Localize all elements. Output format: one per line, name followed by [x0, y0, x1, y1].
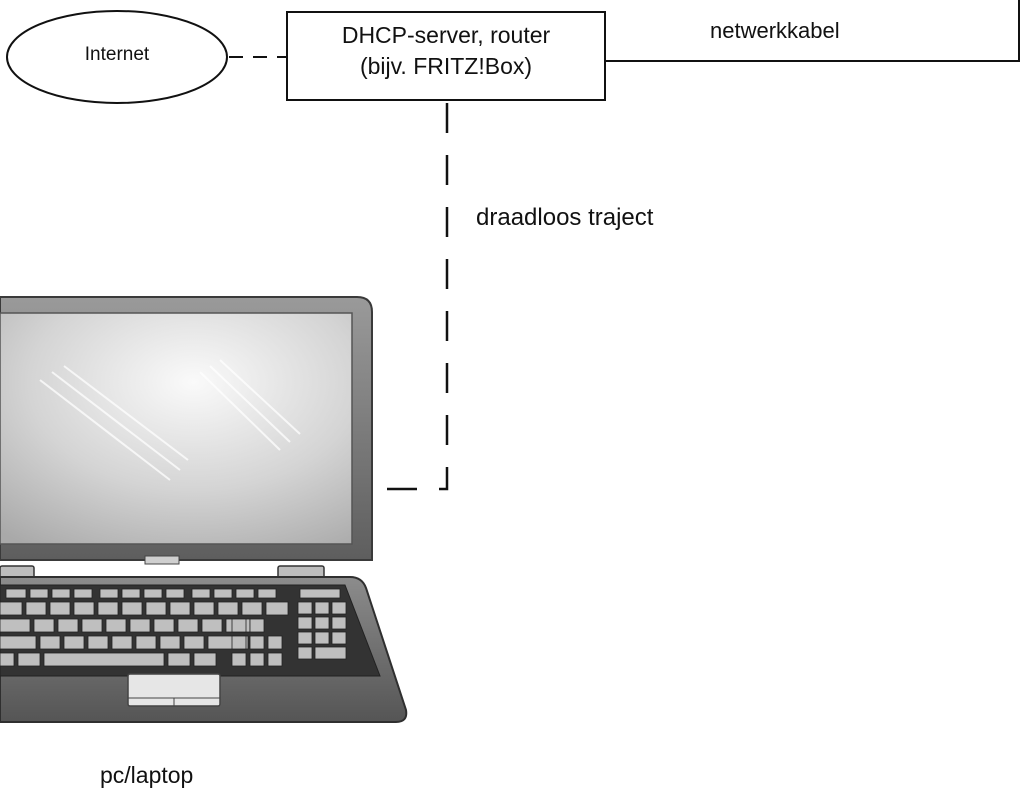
router-node	[286, 11, 606, 101]
cable-label: netwerkkabel	[710, 18, 840, 43]
laptop-label: pc/laptop	[100, 762, 194, 788]
internet-label: Internet	[84, 44, 150, 65]
wireless-link	[364, 103, 449, 491]
internet-node	[6, 10, 228, 104]
router-label-line1: DHCP-server, router	[341, 22, 551, 48]
router-label: DHCP-server, router (bijv. FRITZ!Box)	[287, 20, 605, 82]
router-label-line2: (bijv. FRITZ!Box)	[359, 53, 533, 79]
laptop-icon	[0, 296, 408, 723]
cable-link	[605, 0, 1020, 62]
wireless-label: draadloos traject	[476, 204, 654, 231]
